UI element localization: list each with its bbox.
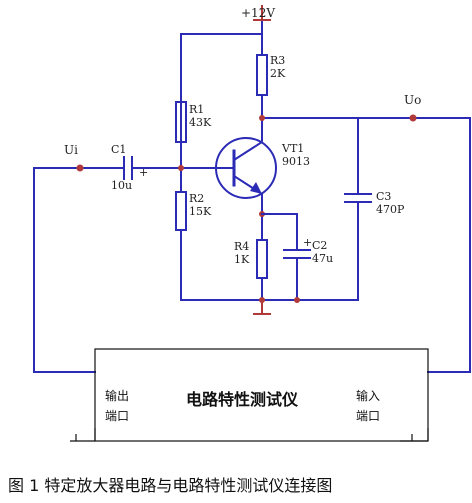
figure-caption: 图 1 特定放大器电路与电路特性测试仪连接图 xyxy=(8,476,333,495)
vt1-transistor xyxy=(215,137,277,199)
c2-value: 47u xyxy=(312,252,333,265)
r1-value: 43K xyxy=(189,116,212,129)
r2-name: R2 xyxy=(189,192,204,205)
test-instrument-box xyxy=(94,348,429,442)
c3-name: C3 xyxy=(376,190,391,203)
output-port-line1: 输出 xyxy=(105,388,129,403)
c3-value: 470P xyxy=(376,203,405,216)
vt1-name: VT1 xyxy=(281,142,304,155)
top-rail-wire xyxy=(180,21,263,151)
amplifier-circuit-diagram: +12V R3 2K R1 43K R2 15K Ui + C1 10u VT1… xyxy=(33,5,471,442)
c2-lead-top xyxy=(261,213,298,251)
r2-value: 15K xyxy=(189,205,212,218)
ground-junction-c2 xyxy=(294,297,300,303)
c1-name: C1 xyxy=(111,143,126,156)
input-port-line1: 输入 xyxy=(356,388,380,403)
r4-resistor xyxy=(256,239,268,279)
c2-capacitor xyxy=(283,249,311,259)
base-junction xyxy=(178,165,184,171)
c2-name: C2 xyxy=(312,239,327,252)
r3-name: R3 xyxy=(270,54,285,67)
c2-polarity: + xyxy=(303,236,312,249)
vt1-value: 9013 xyxy=(282,155,310,168)
c1-capacitor xyxy=(123,156,133,180)
instrument-ground-right xyxy=(400,428,429,442)
ground-symbol xyxy=(253,300,271,315)
output-terminal xyxy=(409,114,417,122)
supply-terminal: +12V xyxy=(241,5,275,22)
r1-name: R1 xyxy=(189,103,204,116)
r3-resistor xyxy=(256,54,268,96)
c1-polarity: + xyxy=(139,166,148,179)
output-label: Uo xyxy=(404,93,421,107)
input-port-line2: 端口 xyxy=(356,409,380,423)
r4-value: 1K xyxy=(234,253,250,266)
supply-label: +12V xyxy=(241,6,275,20)
r4-name: R4 xyxy=(234,240,249,253)
r2-resistor xyxy=(175,191,187,231)
input-label: Ui xyxy=(64,143,78,157)
collector-junction xyxy=(259,115,265,121)
instrument-ground-left xyxy=(70,428,96,442)
input-wire xyxy=(33,167,125,326)
output-port-line2: 端口 xyxy=(105,409,129,423)
instrument-title: 电路特性测试仪 xyxy=(186,390,299,409)
c1-value: 10u xyxy=(111,179,132,192)
input-terminal xyxy=(76,164,84,172)
r3-value: 2K xyxy=(270,67,286,80)
